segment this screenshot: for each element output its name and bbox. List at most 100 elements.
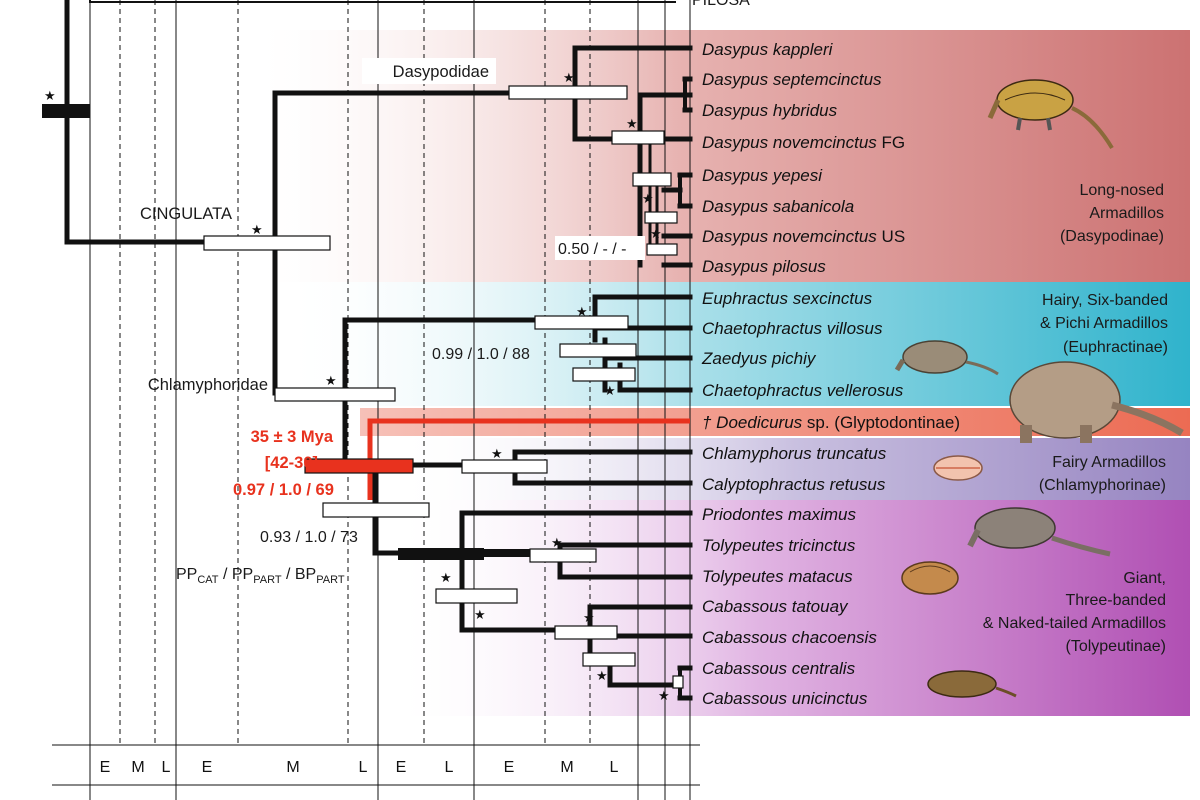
support-star: ★ [596, 669, 608, 684]
hpd-box [611, 130, 665, 145]
taxon-label: Dasypus kappleri [702, 40, 834, 59]
tolypeutinae-label: Giant, [1123, 570, 1166, 587]
support-star: ★ [658, 689, 670, 704]
support-star: ★ [551, 536, 563, 551]
support-star: ★ [604, 384, 616, 399]
hpd-box [534, 315, 629, 330]
taxon-label: Tolypeutes tricinctus [702, 536, 856, 555]
epoch-label: E [396, 759, 407, 776]
hpd-intervals [203, 85, 684, 689]
taxon-label: Cabassous tatouay [702, 597, 849, 616]
taxon-label: Tolypeutes matacus [702, 567, 853, 586]
tolypeutinae-label: & Naked-tailed Armadillos [983, 615, 1166, 632]
divergence-interval: [42-30] [265, 454, 318, 472]
support-legend: PPCAT / PPPART / BPPART [176, 566, 345, 586]
dasypodinae-label: Long-nosed [1079, 182, 1164, 199]
epoch-label: M [131, 759, 144, 776]
dasypus-illustration [987, 79, 1114, 150]
epoch-label: M [560, 759, 573, 776]
cabassous-illustration [927, 670, 1017, 698]
taxon-label: Cabassous chacoensis [702, 628, 877, 647]
taxon-label: Calyptophractus retusus [702, 475, 886, 494]
taxon-label: Dasypus sabanicola [702, 197, 854, 216]
support-value-glyptodont: 0.97 / 1.0 / 69 [233, 481, 334, 499]
taxon-label: Dasypus novemcinctus FG [702, 133, 905, 152]
root-node-bar [42, 104, 90, 118]
glyptodont-hpd-box [304, 458, 414, 474]
support-star: ★ [491, 447, 503, 462]
support-value: 0.99 / 1.0 / 88 [432, 346, 530, 363]
tolypeutinae-background [400, 500, 1190, 716]
support-value: 0.50 / - / - [558, 241, 626, 258]
chlamyphorinae-label: Fairy Armadillos [1052, 454, 1166, 471]
taxon-label: Cabassous centralis [702, 659, 856, 678]
subfamily-labels: Long-nosed Armadillos (Dasypodinae) Hair… [983, 182, 1168, 655]
tolypeutinae-label: (Tolypeutinae) [1066, 638, 1167, 655]
support-star: ★ [440, 571, 452, 586]
divergence-estimate: 35 ± 3 Mya [251, 428, 334, 446]
support-star: ★ [474, 608, 486, 623]
support-star: ★ [44, 89, 56, 104]
taxon-label: Dasypus septemcinctus [702, 70, 882, 89]
hpd-box [672, 675, 684, 689]
support-stars: ★ ★ ★ ★ ★ ★ ★ ★ ★ ★ ★ ★ ★ ★ ★ ★ [44, 71, 670, 704]
epoch-label: L [359, 759, 368, 776]
euphractinae-illustration [894, 340, 999, 376]
support-star: ★ [563, 71, 575, 86]
taxon-label: Euphractus sexcinctus [702, 289, 873, 308]
outgroup-label: PILOSA [692, 0, 750, 9]
taxon-label: Chaetophractus villosus [702, 319, 883, 338]
support-value: 0.93 / 1.0 / 73 [260, 529, 358, 546]
taxon-label: Dasypus novemcinctus US [702, 227, 905, 246]
taxon-label: Dasypus hybridus [702, 101, 838, 120]
support-star: ★ [325, 374, 337, 389]
hpd-box [322, 502, 430, 518]
euphractinae-label: & Pichi Armadillos [1040, 315, 1168, 332]
glyptodont-illustration [1009, 361, 1184, 443]
hpd-box [582, 652, 636, 667]
hpd-box [559, 343, 637, 358]
taxon-label: Zaedyus pichiy [701, 349, 817, 368]
fairy-armadillo-illustration [933, 455, 983, 481]
taxon-label-glyptodont: † Doedicurus sp. (Glyptodontinae) [702, 413, 960, 432]
taxon-labels: Dasypus kappleri Dasypus septemcinctus D… [701, 40, 960, 708]
tolypeutinae-label: Three-banded [1065, 592, 1166, 609]
euphractinae-label: (Euphractinae) [1063, 339, 1168, 356]
epoch-label: L [445, 759, 454, 776]
tolypeutinae-stem-bar [398, 548, 484, 560]
support-star: ★ [650, 227, 662, 242]
chlamyphoridae-label: Chlamyphoridae [148, 376, 268, 394]
epoch-label: E [202, 759, 213, 776]
epoch-labels: E M L E M L E L E M L [100, 759, 619, 776]
hpd-box [508, 85, 628, 100]
clade-backgrounds [260, 30, 1190, 716]
hpd-box [644, 211, 678, 224]
support-star: ★ [576, 305, 588, 320]
armadillo-illustrations [894, 79, 1184, 698]
taxon-label: Chaetophractus vellerosus [702, 381, 904, 400]
support-star: ★ [583, 611, 595, 626]
dasypodidae-label: Dasypodidae [393, 63, 489, 81]
epoch-label: L [610, 759, 619, 776]
cingulata-label: CINGULATA [140, 205, 232, 223]
taxon-label: Dasypus pilosus [702, 257, 826, 276]
support-label-bg [555, 236, 645, 260]
euphractinae-label: Hairy, Six-banded [1042, 292, 1168, 309]
taxon-label: Cabassous unicinctus [702, 689, 868, 708]
hpd-box [554, 625, 618, 640]
epoch-label: L [162, 759, 171, 776]
hpd-box [203, 235, 331, 251]
hpd-box [632, 172, 672, 187]
dasypodinae-label: Armadillos [1089, 205, 1164, 222]
chlamyphorinae-label: (Chlamyphorinae) [1039, 477, 1166, 494]
support-star: ★ [626, 117, 638, 132]
hpd-box [529, 548, 597, 563]
hpd-box [461, 459, 548, 474]
dasypodinae-label: (Dasypodinae) [1060, 228, 1164, 245]
priodontes-illustration [967, 507, 1111, 557]
epoch-label: E [504, 759, 515, 776]
hpd-box [572, 367, 636, 382]
hpd-box [274, 387, 396, 402]
taxon-label: Dasypus yepesi [702, 166, 823, 185]
epoch-label: M [286, 759, 299, 776]
